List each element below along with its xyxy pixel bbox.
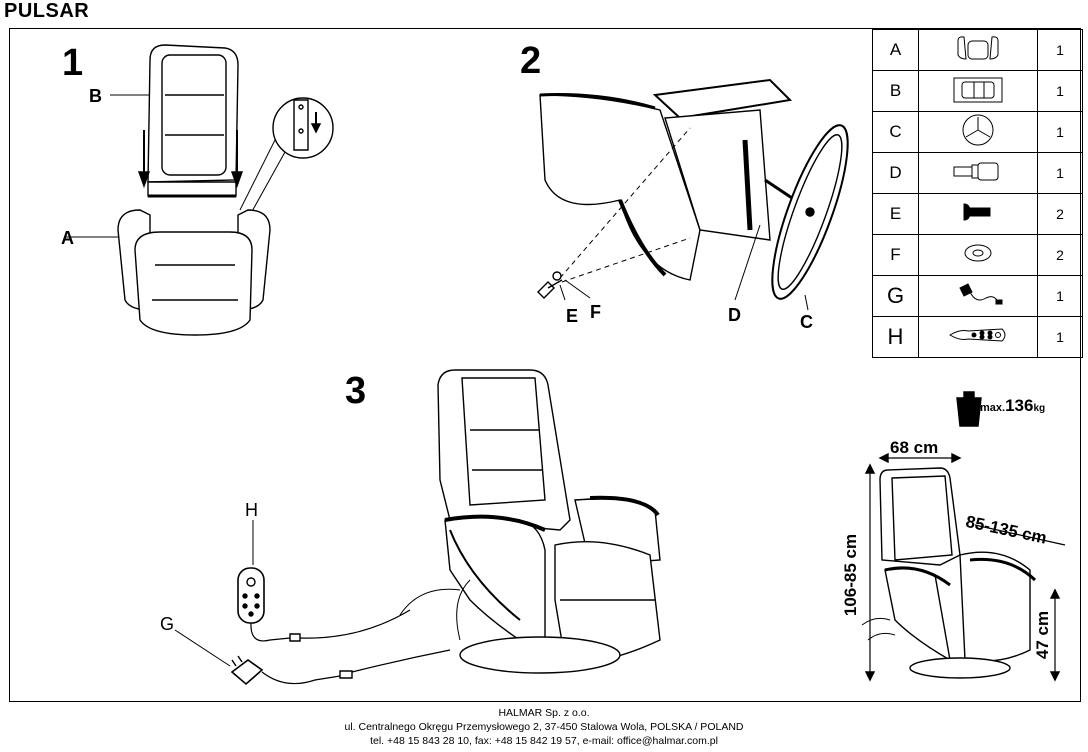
- part-qty: 2: [1037, 234, 1083, 276]
- label-d-step2: D: [728, 305, 741, 325]
- backrest-icon: [918, 70, 1038, 112]
- armrest-icon: [918, 29, 1038, 71]
- part-qty: 1: [1037, 152, 1083, 194]
- part-letter: G: [872, 275, 919, 317]
- step3-power-adapter: [175, 630, 450, 684]
- step3-chair-drawing: [400, 370, 660, 673]
- bolt-icon: [918, 193, 1038, 235]
- part-qty: 1: [1037, 70, 1083, 112]
- part-letter: D: [872, 152, 919, 194]
- step1-seat-drawing: [65, 210, 270, 335]
- step-1-number: 1: [62, 42, 84, 84]
- remote-control-icon: [918, 316, 1038, 358]
- part-letter: E: [872, 193, 919, 235]
- label-g-step3: G: [160, 614, 175, 634]
- parts-row: E 2: [872, 193, 1083, 235]
- max-load-label: max.136kg: [980, 396, 1045, 416]
- label-h-step3: H: [245, 500, 258, 520]
- part-letter: A: [872, 29, 919, 71]
- parts-row: H 1: [872, 316, 1083, 358]
- label-c-step2: C: [800, 312, 813, 332]
- label-f-step2: F: [590, 302, 601, 322]
- base-plate-icon: [918, 111, 1038, 153]
- page-title: PULSAR: [4, 0, 90, 22]
- parts-row: C 1: [872, 111, 1083, 153]
- part-qty: 1: [1037, 316, 1083, 358]
- part-letter: H: [872, 316, 919, 358]
- weight-icon: [957, 392, 981, 426]
- parts-row: B 1: [872, 70, 1083, 112]
- part-letter: B: [872, 70, 919, 112]
- parts-row: F 2: [872, 234, 1083, 276]
- washer-icon: [918, 234, 1038, 276]
- max-load-unit: kg: [1033, 403, 1046, 414]
- step1-backrest-drawing: [110, 45, 242, 196]
- footer-company: HALMAR Sp. z o.o.: [498, 707, 590, 719]
- step1-detail-circle: [240, 98, 333, 215]
- dimension-height: 106-85 cm: [841, 533, 860, 617]
- dimension-seat-height: 47 cm: [1033, 610, 1052, 660]
- power-adapter-icon: [918, 275, 1038, 317]
- footer-address: ul. Centralnego Okręgu Przemysłowego 2, …: [344, 721, 744, 733]
- bracket-icon: [918, 152, 1038, 194]
- part-qty: 1: [1037, 29, 1083, 71]
- label-a-step1: A: [61, 228, 74, 248]
- footer-contact: tel. +48 15 843 28 10, fax: +48 15 842 1…: [370, 735, 718, 747]
- part-letter: F: [872, 234, 919, 276]
- label-b-step1: B: [89, 86, 102, 106]
- parts-row: A 1: [872, 29, 1083, 71]
- step-2-number: 2: [520, 40, 542, 82]
- max-load-value: 136: [1005, 396, 1034, 415]
- parts-row: D 1: [872, 152, 1083, 194]
- dimension-chair-drawing: [862, 454, 1065, 680]
- dimension-width: 68 cm: [890, 438, 939, 457]
- step-3-number: 3: [345, 370, 367, 412]
- label-e-step2: E: [566, 306, 579, 326]
- part-qty: 1: [1037, 111, 1083, 153]
- part-qty: 2: [1037, 193, 1083, 235]
- instruction-frame: [9, 28, 1081, 702]
- max-load-prefix: max.: [980, 402, 1006, 414]
- step2-chair-drawing: [538, 80, 862, 310]
- parts-row: G 1: [872, 275, 1083, 317]
- part-letter: C: [872, 111, 919, 153]
- part-qty: 1: [1037, 275, 1083, 317]
- company-footer: HALMAR Sp. z o.o. ul. Centralnego Okręgu…: [0, 706, 1088, 748]
- parts-list-table: A 1 B 1 C 1 D 1 E 2 F 2: [872, 29, 1083, 358]
- step3-remote-control: [238, 520, 410, 641]
